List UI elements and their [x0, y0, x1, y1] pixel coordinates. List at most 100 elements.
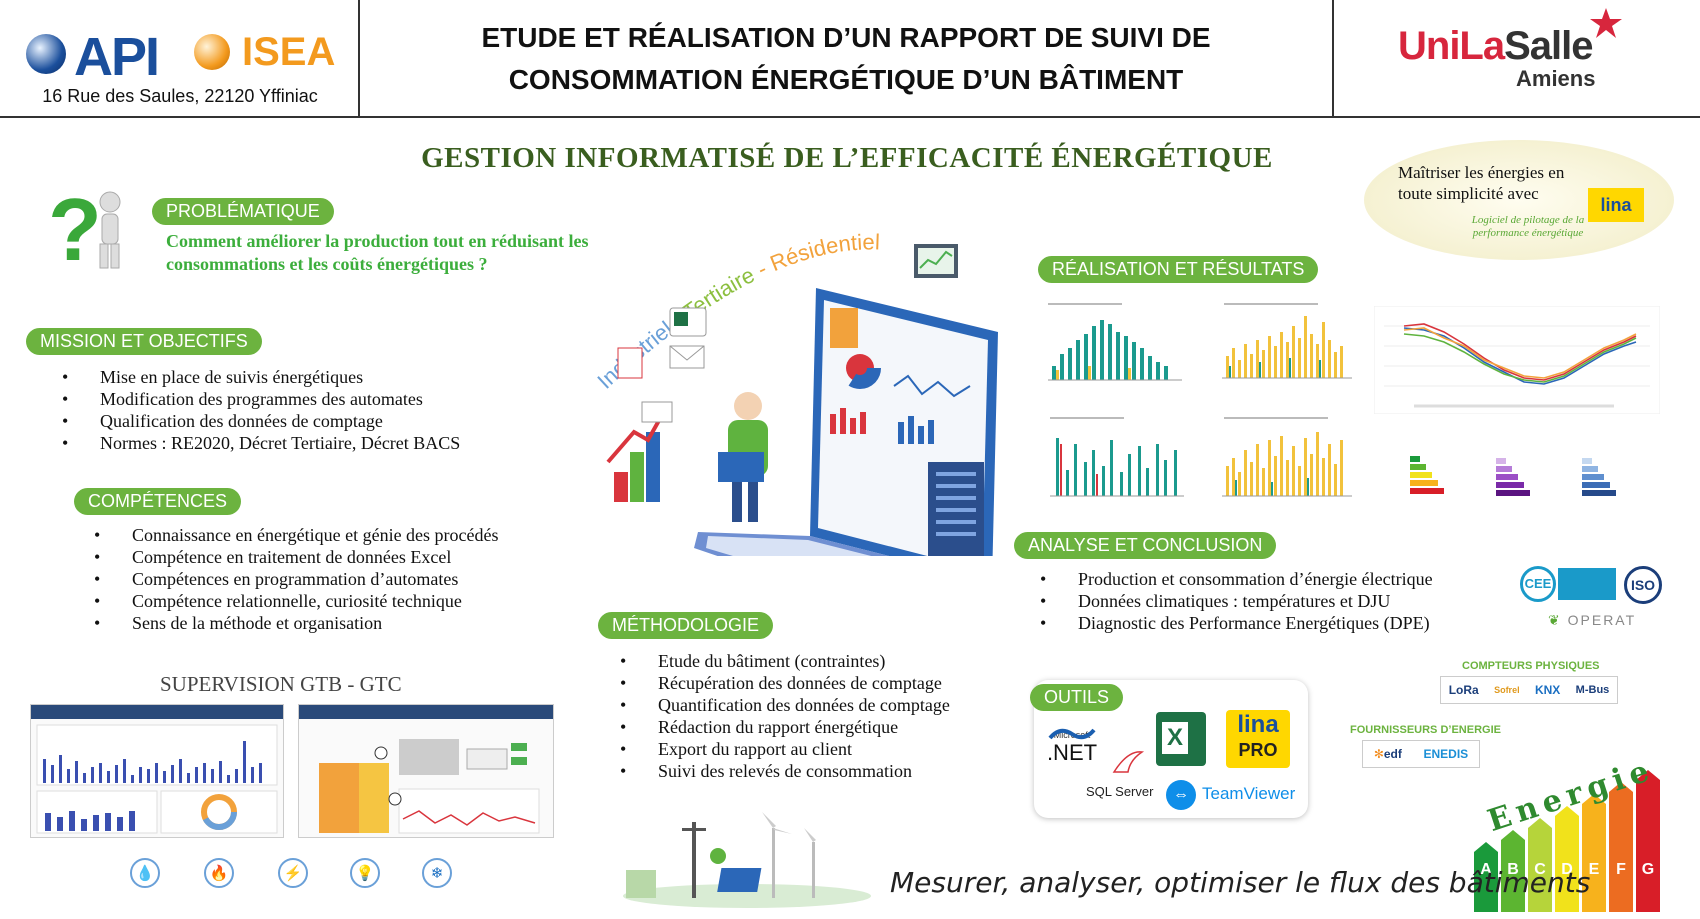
energy-letter-a: A [1480, 861, 1492, 878]
cee-logo: CEE [1520, 566, 1556, 602]
result-dpe-scales [1410, 456, 1616, 496]
list-item: Production et consommation d’énergie éle… [1036, 568, 1433, 590]
tagline: Mesurer, analyser, optimiser le flux des… [890, 866, 1591, 899]
methodologie-list: Etude du bâtiment (contraintes) Récupéra… [616, 650, 950, 782]
competences-list: Connaissance en énergétique et génie des… [90, 524, 499, 634]
unilasalle-logo: UniLaSalle [1398, 24, 1594, 69]
teamviewer-text: TeamViewer [1202, 784, 1296, 803]
star-icon [1590, 8, 1622, 38]
supervision-chart-thumb [36, 724, 278, 834]
header-title: ETUDE ET RÉALISATION D’UN RAPPORT DE SUI… [360, 0, 1334, 118]
energy-letter-f: F [1616, 861, 1626, 878]
edf-text: edf [1383, 747, 1402, 761]
lina-pro-logo: lina PRO [1226, 710, 1290, 768]
problematique-line2: consommations et les coûts énergétiques … [166, 254, 488, 274]
uni-part1: UniLa [1398, 24, 1505, 68]
realisation-label: RÉALISATION ET RÉSULTATS [1038, 256, 1319, 283]
snowflake-icon: ❄ [422, 858, 452, 888]
lina-tag1: Logiciel de pilotage de la [1471, 214, 1585, 226]
energy-bar-d [1555, 806, 1579, 912]
header: API ISEA 16 Rue des Saules, 22120 Yffini… [0, 0, 1700, 118]
api-globe-icon [26, 34, 66, 74]
isea-globe-icon [194, 34, 230, 70]
result-chart-yellow-2 [1218, 410, 1358, 506]
leaf-icon: ❦ [1548, 612, 1568, 628]
energy-letter-e: E [1589, 861, 1600, 878]
svg-text:?: ? [48, 184, 102, 274]
knx-logo: KNX [1534, 683, 1561, 697]
operat-text: OPERAT [1567, 612, 1637, 628]
supervision-synoptic-thumb [319, 739, 540, 834]
result-line-chart [1374, 306, 1660, 414]
dpe-scale-3 [1582, 458, 1616, 496]
lina-logo: lina [1588, 188, 1644, 222]
mission-label: MISSION ET OBJECTIFS [26, 328, 262, 355]
list-item: Rédaction du rapport énergétique [616, 716, 950, 738]
teamviewer-icon: ⇔ [1166, 780, 1196, 810]
mbus-logo: M-Bus [1575, 684, 1610, 696]
energy-bar-b [1501, 830, 1525, 912]
enedis-logo: ENEDIS [1423, 747, 1469, 761]
dpe-scale-1 [1410, 456, 1444, 494]
lina-tagline: Logiciel de pilotage de la performance é… [1448, 214, 1608, 240]
energy-letter-c: C [1534, 861, 1546, 878]
screen-chart-icon [830, 308, 858, 348]
energy-letter-d: D [1561, 861, 1573, 878]
list-item: Connaissance en énergétique et génie des… [90, 524, 499, 546]
supervision-title: SUPERVISION GTB - GTC [160, 672, 402, 696]
competences-label: COMPÉTENCES [74, 488, 242, 515]
api-logo: API [74, 27, 160, 87]
cee-banner [1558, 568, 1616, 600]
problematique-question: Comment améliorer la production tout en … [166, 230, 588, 276]
header-title-line1: ETUDE ET RÉALISATION D’UN RAPPORT DE SUI… [481, 22, 1211, 53]
analyse-label: ANALYSE ET CONCLUSION [1014, 532, 1277, 559]
list-item: Qualification des données de comptage [58, 410, 460, 432]
address: 16 Rue des Saules, 22120 Yffiniac [42, 86, 318, 106]
list-item: Compétences en programmation d’automates [90, 568, 499, 590]
result-chart-teal-2 [1044, 410, 1194, 506]
lina-tag2: performance énergétique [1472, 227, 1584, 239]
fournisseurs-logos: ✻edf ENEDIS [1362, 740, 1480, 768]
header-title-line2: CONSOMMATION ÉNERGÉTIQUE D’UN BÂTIMENT [508, 64, 1184, 95]
uni-part2: Salle [1504, 24, 1593, 68]
lina-line1: Maîtriser les énergies en [1398, 163, 1565, 182]
edf-logo: ✻edf [1373, 747, 1402, 761]
list-item: Données climatiques : températures et DJ… [1036, 590, 1433, 612]
water-drop-icon: 💧 [130, 858, 160, 888]
isea-logo: ISEA [242, 30, 336, 74]
dotnet-text: .NET [1046, 740, 1098, 765]
list-item: Récupération des données de comptage [616, 672, 950, 694]
pdf-file-icon [617, 347, 643, 379]
lina-pro-text: PRO [1238, 740, 1278, 760]
energy-letter-g: G [1642, 861, 1654, 878]
lina-pro-brand: lina [1237, 711, 1279, 738]
supervision-screenshot-2 [298, 704, 554, 838]
list-item: Sens de la méthode et organisation [90, 612, 499, 634]
excel-x-letter: X [1162, 722, 1188, 754]
analyse-list: Production et consommation d’énergie éle… [1036, 568, 1433, 634]
lina-badge-text: Maîtriser les énergies en toute simplici… [1398, 162, 1564, 204]
result-chart-teal-1 [1042, 296, 1192, 392]
header-logos: API ISEA 16 Rue des Saules, 22120 Yffini… [0, 0, 360, 118]
result-chart-yellow-1 [1218, 296, 1358, 392]
list-item: Diagnostic des Performance Energétiques … [1036, 612, 1433, 634]
energy-letter-b: B [1507, 861, 1519, 878]
dpe-scale-2 [1496, 458, 1530, 496]
methodologie-label: MÉTHODOLOGIE [598, 612, 774, 639]
email-icon [669, 345, 705, 369]
lina-line2: toute simplicité avec [1398, 184, 1539, 203]
sofrel-logo: Sofrel [1494, 685, 1520, 695]
list-item: Etude du bâtiment (contraintes) [616, 650, 950, 672]
list-item: Compétence relationnelle, curiosité tech… [90, 590, 499, 612]
list-item: Mise en place de suivis énergétiques [58, 366, 460, 388]
laptop-illustration [606, 288, 998, 556]
sql-server-text: SQL Server [1086, 784, 1154, 799]
list-item: Quantification des données de comptage [616, 694, 950, 716]
energy-bar-a [1474, 842, 1498, 912]
energy-bar-e [1582, 794, 1606, 912]
list-item: Suivi des relevés de consommation [616, 760, 950, 782]
iso-logo: ISO [1624, 566, 1662, 604]
compteurs-logos: LoRa Sofrel KNX M-Bus [1440, 676, 1618, 704]
question-mark-icon: ? [48, 184, 121, 274]
renewable-illustration [623, 812, 871, 908]
